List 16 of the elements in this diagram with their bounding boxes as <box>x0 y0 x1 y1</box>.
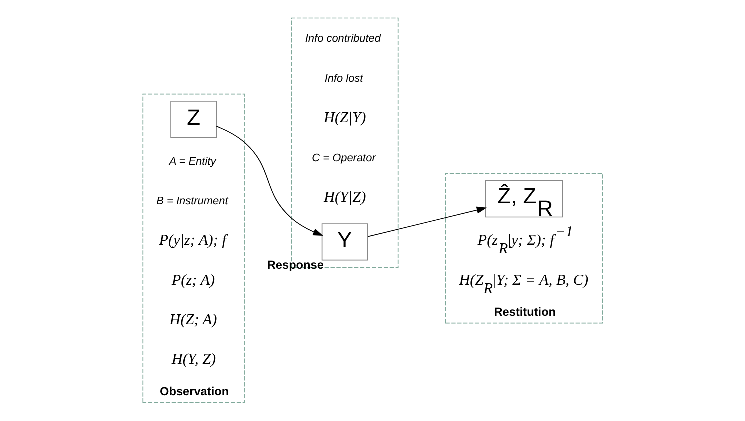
arrow <box>216 126 323 236</box>
node-label: Response <box>266 258 324 272</box>
label: B = Instrument <box>156 196 228 208</box>
arrow <box>367 206 487 238</box>
label: Info contributed <box>304 33 381 46</box>
label: H(Z|Y) <box>323 110 366 127</box>
label: C = Operator <box>312 152 376 164</box>
node-box: Z <box>170 101 217 138</box>
label: P(y|z; A); f <box>158 232 226 250</box>
label: H(Y|Z) <box>323 188 366 206</box>
label: H(Y, Z) <box>171 351 216 368</box>
label: H(Z; A) <box>169 312 217 328</box>
node-box: Y <box>321 224 368 261</box>
label: P(z; A) <box>171 272 215 289</box>
label: Info lost <box>324 72 363 85</box>
label: A = Entity <box>168 156 216 168</box>
